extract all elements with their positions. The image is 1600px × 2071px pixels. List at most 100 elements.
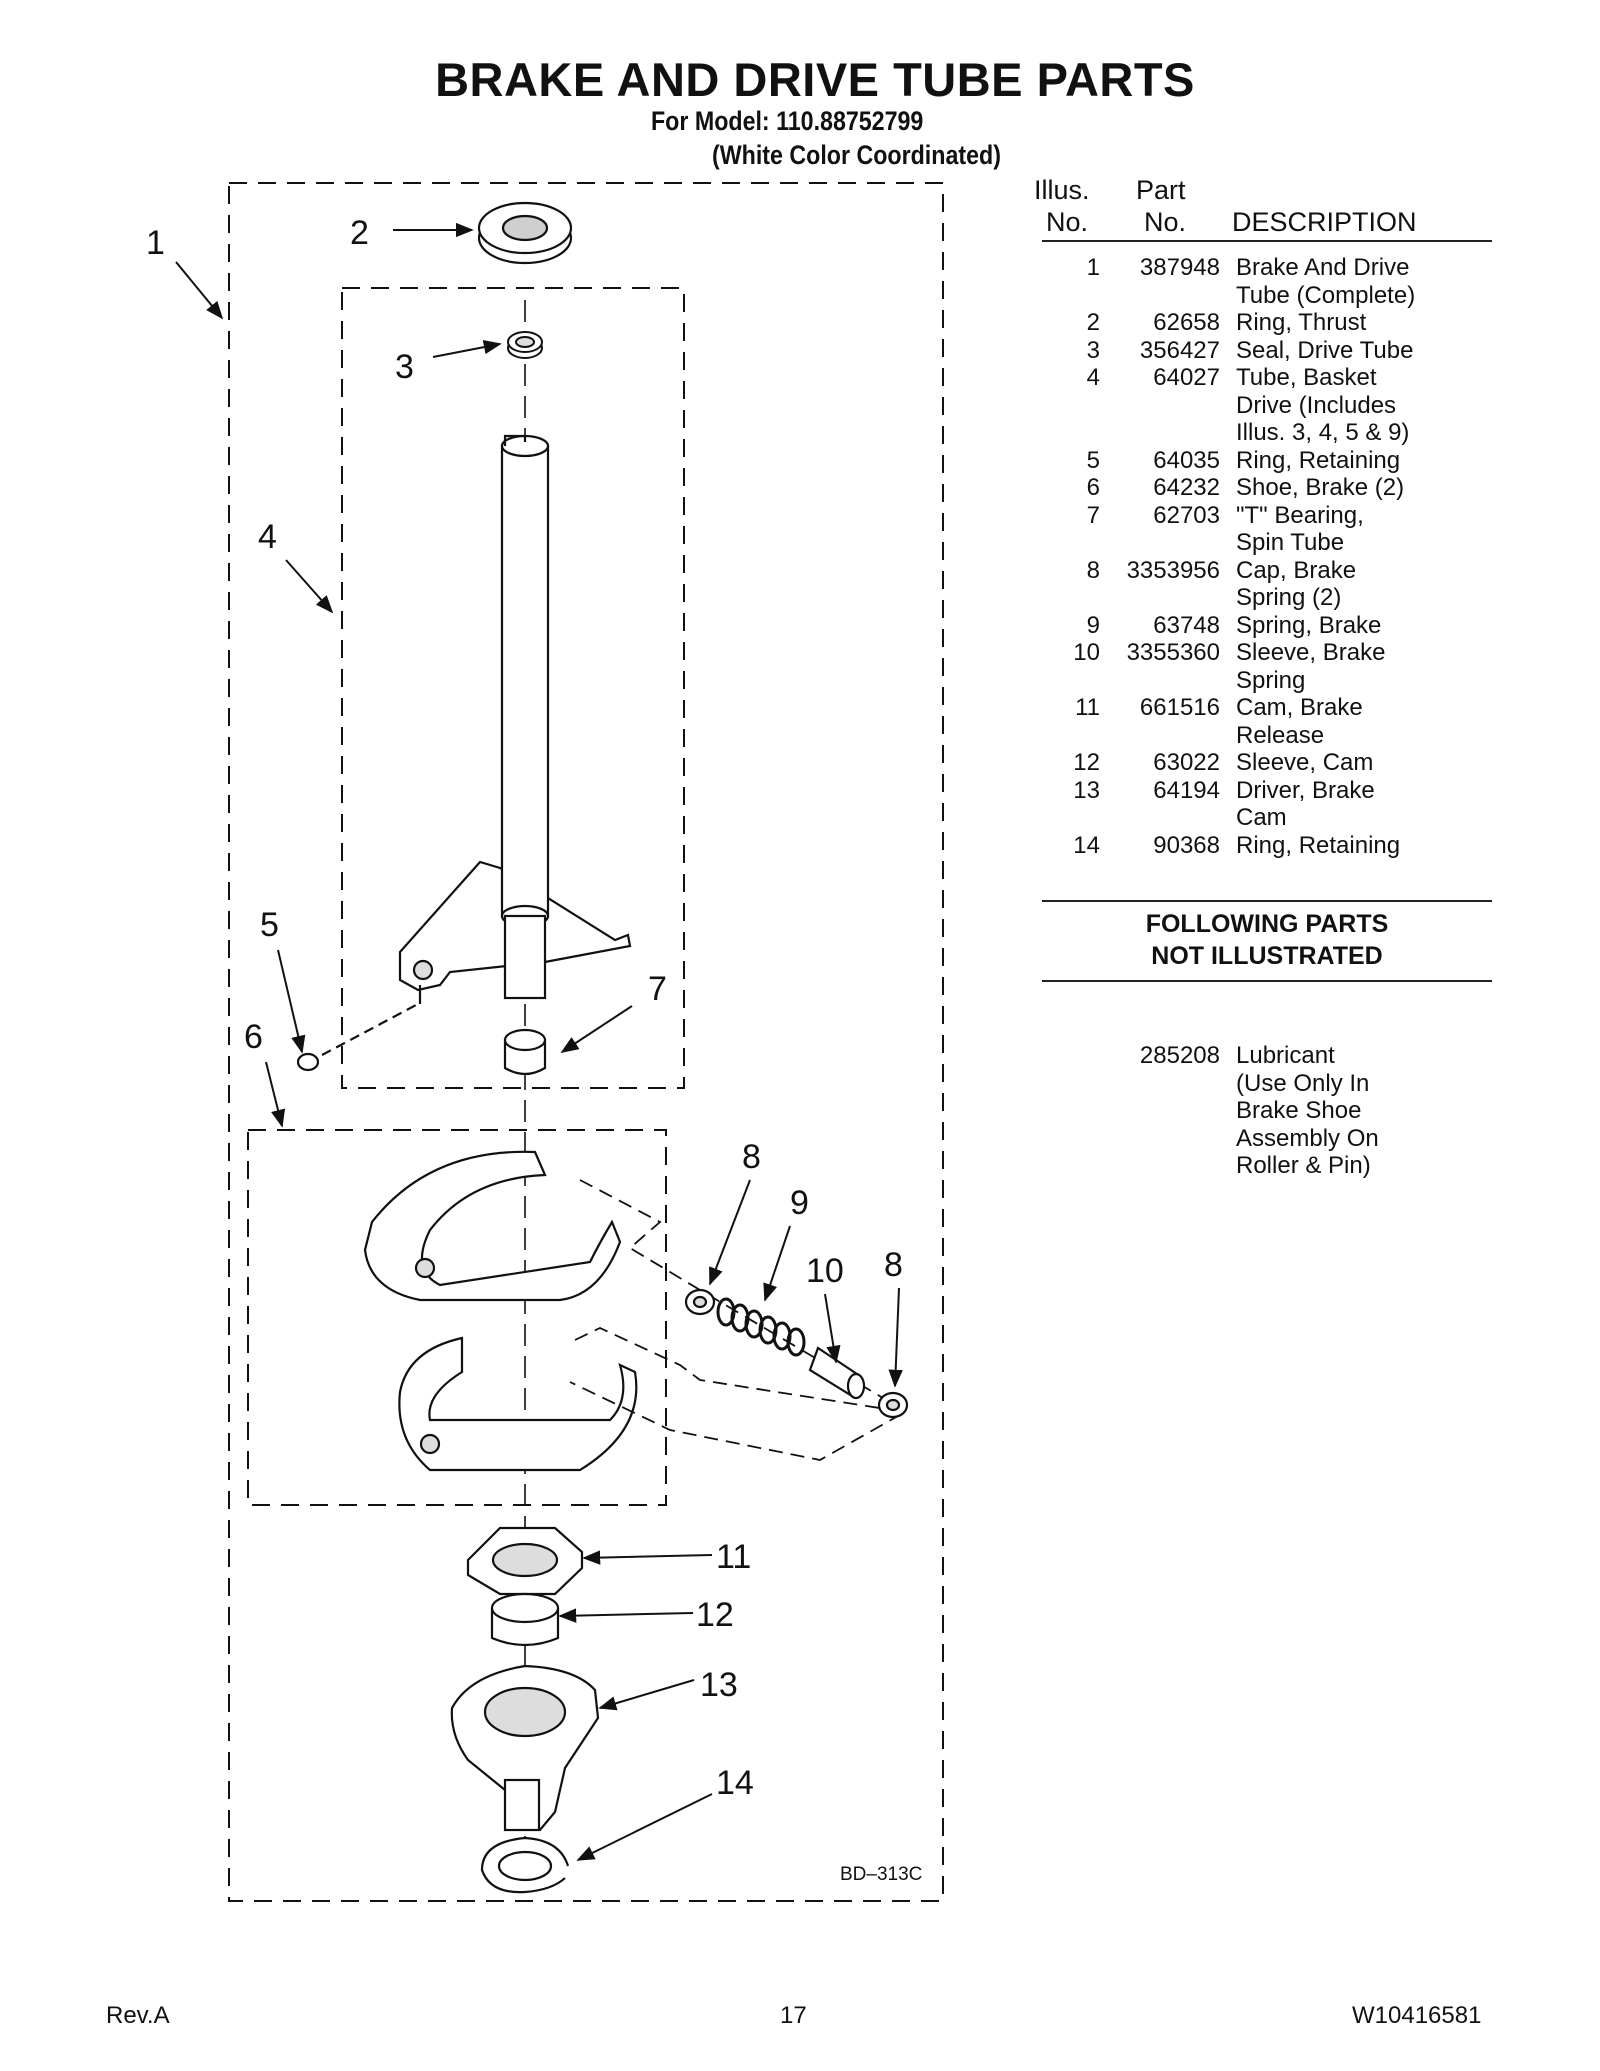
color-line: (White Color Coordinated) [712, 140, 1001, 170]
description-cell: Spring, Brake [1236, 611, 1382, 639]
callout-3: 3 [395, 348, 414, 386]
callout-13: 13 [700, 1666, 738, 1704]
part-number-cell: 3353956 [1126, 556, 1220, 584]
part-number-cell [1100, 1097, 1236, 1125]
header-illus-bottom: No. [1046, 207, 1089, 237]
part-number-cell: 64232 [1153, 474, 1220, 501]
part-number-cell: 64035 [1153, 446, 1220, 474]
description-cell: Seal, Drive Tube [1236, 336, 1414, 364]
part-number-cell [1100, 667, 1236, 695]
illus-number-cell: 1 [1086, 254, 1100, 281]
illus-number-cell: 5 [1086, 446, 1100, 474]
brake-release-cam-part [466, 1526, 584, 1596]
part-number-cell [1100, 282, 1236, 310]
callout-6: 6 [244, 1018, 263, 1056]
illus-number-cell: 11 [1075, 694, 1100, 721]
callout-8-left: 8 [742, 1138, 761, 1176]
part-number-cell: 356427 [1139, 336, 1220, 364]
illus-number-cell: 6 [1086, 474, 1100, 501]
part-number-cell [1100, 1152, 1236, 1180]
table-row: 12 63022 Sleeve, Cam [1040, 749, 1446, 777]
not-illustrated-rule-top [1042, 900, 1492, 902]
cam-sleeve-part [490, 1592, 560, 1647]
footer-doc-number: W10416581 [1352, 2002, 1482, 2029]
table-row-continuation: Brake Shoe [1040, 1097, 1446, 1125]
part-number-cell [1100, 584, 1236, 612]
callout-12: 12 [696, 1596, 734, 1634]
table-row: 8 3353956 Cap, Brake [1040, 557, 1446, 585]
part-number-cell: 661516 [1139, 694, 1220, 721]
description-cell: Tube (Complete) [1236, 281, 1416, 309]
drive-tube-seal-part [507, 331, 543, 359]
table-row: 6 64232 Shoe, Brake (2) [1040, 474, 1446, 502]
table-row-continuation: Tube (Complete) [1040, 282, 1446, 310]
illus-number-cell: 9 [1086, 611, 1100, 639]
illus-number-cell: 7 [1086, 501, 1100, 529]
illus-number-cell [1040, 1125, 1100, 1153]
table-row-continuation: Cam [1040, 804, 1446, 832]
description-cell: Assembly On [1236, 1124, 1379, 1152]
illus-number-cell [1040, 392, 1100, 420]
table-row-continuation: Roller & Pin) [1040, 1152, 1446, 1180]
illus-number-cell [1040, 1152, 1100, 1180]
not-illustrated-heading-2: NOT ILLUSTRATED [1151, 942, 1383, 970]
brake-spring-cap-part-2 [877, 1391, 909, 1419]
table-row-continuation: (Use Only In [1040, 1070, 1446, 1098]
table-row-continuation: Assembly On [1040, 1125, 1446, 1153]
callout-14: 14 [716, 1764, 754, 1802]
description-cell: Spring [1236, 666, 1306, 694]
illus-number-cell [1040, 1097, 1100, 1125]
header-rule [1042, 240, 1492, 242]
illus-number-cell [1040, 722, 1100, 750]
part-number-cell [1100, 419, 1236, 447]
description-cell: Tube, Basket [1236, 364, 1377, 391]
illus-number-cell: 3 [1086, 336, 1100, 364]
illus-number-cell [1040, 1070, 1100, 1098]
description-cell: Sleeve, Cam [1236, 749, 1374, 776]
description-cell: Sleeve, Brake [1236, 639, 1386, 666]
description-cell: Cap, Brake [1236, 556, 1357, 584]
part-number-cell: 64027 [1153, 364, 1220, 391]
illus-number-cell [1040, 419, 1100, 447]
illus-number-cell: 14 [1073, 831, 1100, 859]
table-row-continuation: Spring (2) [1040, 584, 1446, 612]
header-part-top: Part [1136, 175, 1186, 205]
description-cell: Illus. 3, 4, 5 & 9) [1236, 419, 1410, 446]
model-line: For Model: 110.88752799 [651, 106, 924, 136]
assembly-frame-outer [228, 182, 944, 1902]
part-number-cell: 62703 [1153, 501, 1220, 529]
exploded-parts-diagram: 1 2 3 4 5 6 7 8 9 10 8 11 12 13 14 BD–31… [146, 182, 944, 1902]
header-illus-top: Illus. [1034, 175, 1090, 205]
callout-10: 10 [806, 1252, 844, 1290]
description-cell: Release [1236, 721, 1325, 749]
part-number-cell [1100, 392, 1236, 420]
table-row-continuation: Drive (Includes [1040, 392, 1446, 420]
brake-shoe-group-frame [247, 1129, 667, 1506]
description-cell: Spring (2) [1236, 584, 1342, 611]
description-cell: Driver, Brake [1236, 776, 1375, 804]
brake-spring-sleeve-part [808, 1346, 866, 1400]
description-cell: Shoe, Brake (2) [1236, 474, 1405, 501]
part-number-cell: 63022 [1153, 749, 1220, 776]
illus-number-cell: 13 [1073, 776, 1100, 804]
callout-2: 2 [350, 214, 369, 252]
thrust-ring-part [477, 201, 573, 265]
table-row-continuation: Spin Tube [1040, 529, 1446, 557]
description-cell: Drive (Includes [1236, 391, 1397, 419]
illus-number-cell: 12 [1073, 749, 1100, 776]
table-row-continuation: Spring [1040, 667, 1446, 695]
part-number-cell: 62658 [1153, 309, 1220, 336]
part-number-cell: 64194 [1153, 776, 1220, 804]
description-cell: Cam [1236, 804, 1287, 831]
callout-11: 11 [716, 1538, 751, 1576]
retaining-ring-part [296, 1003, 419, 1072]
illus-number-cell: 8 [1086, 556, 1100, 584]
description-cell: Ring, Retaining [1236, 831, 1401, 859]
